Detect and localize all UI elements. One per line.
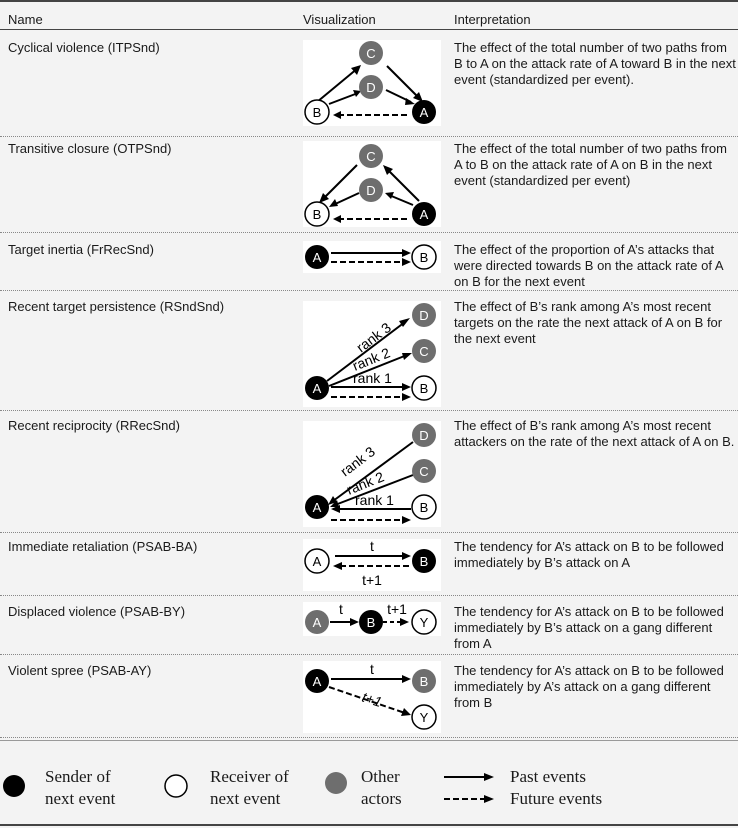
recent-target-persistence-diagram: rank 3 rank 2 rank 1 D C A B — [303, 301, 441, 407]
node-d: D — [419, 428, 428, 443]
node-c: C — [366, 149, 375, 164]
node-b: B — [420, 381, 429, 396]
node-a: A — [420, 105, 429, 120]
row-name: Cyclical violence (ITPSnd) — [8, 40, 160, 55]
time-t1-label: t+1 — [362, 572, 382, 588]
row-name: Transitive closure (OTPSnd) — [8, 141, 172, 156]
recent-reciprocity-diagram: rank 3 rank 2 rank 1 D C A B — [303, 421, 441, 527]
sender-swatch — [3, 775, 25, 797]
table-row: Target inertia (FrRecSnd) The effect of … — [0, 233, 738, 291]
table-row: Transitive closure (OTPSnd) The effect o… — [0, 137, 738, 233]
legend-receiver-line1: Receiver of — [210, 767, 289, 786]
legend-future-events: Future events — [510, 789, 603, 808]
row-interpretation: The effect of the total number of two pa… — [454, 40, 736, 87]
legend: Sender of next event Receiver of next ev… — [0, 740, 738, 825]
legend-other-line2: actors — [361, 789, 402, 808]
row-interpretation: The tendency for A’s attack on B to be f… — [454, 539, 724, 570]
row-interpretation: The effect of the total number of two pa… — [454, 141, 727, 188]
top-rule — [0, 0, 738, 2]
legend-past-events: Past events — [510, 767, 587, 786]
header-visualization: Visualization — [303, 12, 376, 27]
row-interpretation: The effect of B’s rank among A’s most re… — [454, 299, 723, 346]
node-y: Y — [420, 710, 429, 725]
table-row: Displaced violence (PSAB-BY) The tendenc… — [0, 596, 738, 655]
node-b: B — [313, 105, 322, 120]
time-t-label: t — [370, 661, 374, 677]
node-c: C — [419, 344, 428, 359]
legend-other-line1: Other — [361, 767, 400, 786]
legend-receiver-line2: next event — [210, 789, 281, 808]
node-d: D — [366, 80, 375, 95]
node-a: A — [313, 674, 322, 689]
node-c: C — [366, 46, 375, 61]
node-y: Y — [420, 615, 429, 630]
table-row: Recent target persistence (RSndSnd) The … — [0, 291, 738, 411]
node-b: B — [420, 554, 429, 569]
table-row: Immediate retaliation (PSAB-BA) The tend… — [0, 533, 738, 596]
legend-symbols — [3, 772, 494, 803]
table-row: Recent reciprocity (RRecSnd) The effect … — [0, 411, 738, 533]
legend-sender-line2: next event — [45, 789, 116, 808]
row-interpretation: The effect of the proportion of A’s atta… — [454, 242, 723, 289]
time-t1-label: t+1 — [360, 689, 384, 710]
node-b: B — [420, 500, 429, 515]
node-a: A — [313, 381, 322, 396]
node-b: B — [420, 250, 429, 265]
row-interpretation: The tendency for A’s attack on B to be f… — [454, 663, 724, 710]
node-a: A — [313, 554, 322, 569]
row-name: Recent target persistence (RSndSnd) — [8, 299, 225, 314]
receiver-swatch — [164, 774, 188, 798]
transitive-closure-diagram: C D B A — [303, 141, 441, 227]
time-t-label: t — [339, 602, 343, 617]
node-a: A — [420, 207, 429, 222]
row-name: Recent reciprocity (RRecSnd) — [8, 418, 180, 433]
row-name: Target inertia (FrRecSnd) — [8, 242, 154, 257]
other-swatch — [325, 772, 347, 794]
time-t1-label: t+1 — [387, 602, 407, 617]
legend-sender-line1: Sender of — [45, 767, 111, 786]
time-t-label: t — [370, 539, 374, 554]
header-name: Name — [8, 12, 43, 27]
node-a: A — [313, 250, 322, 265]
node-a: A — [313, 500, 322, 515]
header-interpretation: Interpretation — [454, 12, 531, 27]
row-name: Violent spree (PSAB-AY) — [8, 663, 152, 678]
rank-1-label: rank 1 — [355, 492, 394, 508]
immediate-retaliation-diagram: t t+1 A B — [303, 539, 441, 591]
node-c: C — [419, 464, 428, 479]
violent-spree-diagram: t t+1 A B Y — [303, 661, 441, 733]
rank-1-label: rank 1 — [353, 370, 392, 386]
node-d: D — [366, 183, 375, 198]
node-d: D — [419, 308, 428, 323]
row-interpretation: The tendency for A’s attack on B to be f… — [454, 604, 724, 651]
row-name: Displaced violence (PSAB-BY) — [8, 604, 186, 619]
node-a: A — [313, 615, 322, 630]
bottom-rule — [0, 824, 738, 826]
displaced-violence-diagram: t t+1 A B Y — [303, 602, 441, 636]
target-inertia-diagram: A B — [303, 241, 441, 273]
table-row: Cyclical violence (ITPSnd) The effect of… — [0, 30, 738, 137]
node-b: B — [367, 615, 376, 630]
cyclical-violence-diagram: C D B A — [303, 40, 441, 126]
table-row: Violent spree (PSAB-AY) The tendency for… — [0, 655, 738, 738]
row-name: Immediate retaliation (PSAB-BA) — [8, 539, 198, 554]
table-header: Name Visualization Interpretation — [0, 2, 738, 30]
node-b: B — [313, 207, 322, 222]
node-b: B — [420, 674, 429, 689]
row-interpretation: The effect of B’s rank among A’s most re… — [454, 418, 735, 449]
